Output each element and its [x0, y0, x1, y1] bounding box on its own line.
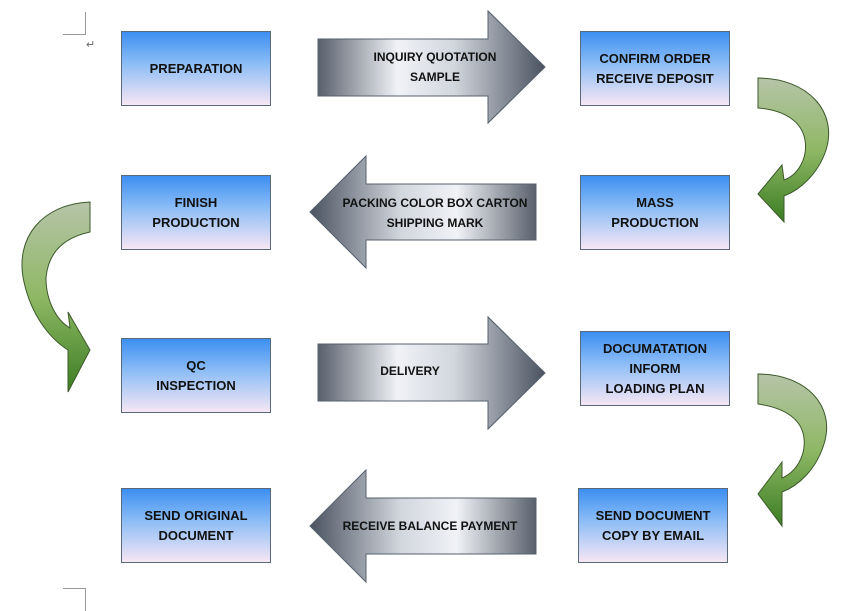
left-arrow-receive-balance — [309, 468, 537, 584]
step-send-original-label: SEND ORIGINAL DOCUMENT — [144, 507, 248, 543]
step-send-original: SEND ORIGINAL DOCUMENT — [121, 488, 271, 563]
paragraph-mark: ↵ — [86, 39, 96, 51]
curved-down-arrow-icon — [757, 77, 830, 224]
arrow-label-delivery: DELIVERY — [380, 364, 440, 378]
step-finish-production: FINISH PRODUCTION — [121, 175, 271, 250]
step-documentation-label: DOCUMATATION INFORM LOADING PLAN — [603, 340, 707, 396]
right-arrow-inquiry — [317, 9, 546, 125]
step-send-document-label: SEND DOCUMENT COPY BY EMAIL — [595, 507, 711, 543]
left-arrow-packing — [309, 154, 537, 270]
page-corner-mark-bottom — [63, 588, 86, 611]
step-send-document: SEND DOCUMENT COPY BY EMAIL — [578, 488, 728, 563]
step-confirm-order: CONFIRM ORDER RECEIVE DEPOSIT — [580, 31, 730, 106]
step-preparation: PREPARATION — [121, 31, 271, 106]
curved-down-arrow-icon — [21, 201, 91, 393]
curved-down-arrow-icon — [757, 373, 828, 528]
step-mass-production-label: MASS PRODUCTION — [611, 194, 699, 230]
page-corner-mark-top — [63, 12, 86, 35]
step-documentation: DOCUMATATION INFORM LOADING PLAN — [580, 331, 730, 406]
step-qc-inspection-label: QC INSPECTION — [156, 357, 236, 393]
step-mass-production: MASS PRODUCTION — [580, 175, 730, 250]
right-arrow-delivery — [317, 315, 546, 431]
arrow-label-packing: PACKING COLOR BOX CARTON SHIPPING MARK — [342, 196, 528, 230]
step-preparation-label: PREPARATION — [149, 60, 243, 76]
step-qc-inspection: QC INSPECTION — [121, 338, 271, 413]
step-confirm-order-label: CONFIRM ORDER RECEIVE DEPOSIT — [596, 50, 714, 86]
arrow-label-receive-balance: RECEIVE BALANCE PAYMENT — [342, 519, 518, 533]
step-finish-production-label: FINISH PRODUCTION — [152, 194, 240, 230]
arrow-label-inquiry: INQUIRY QUOTATION SAMPLE — [373, 50, 497, 84]
